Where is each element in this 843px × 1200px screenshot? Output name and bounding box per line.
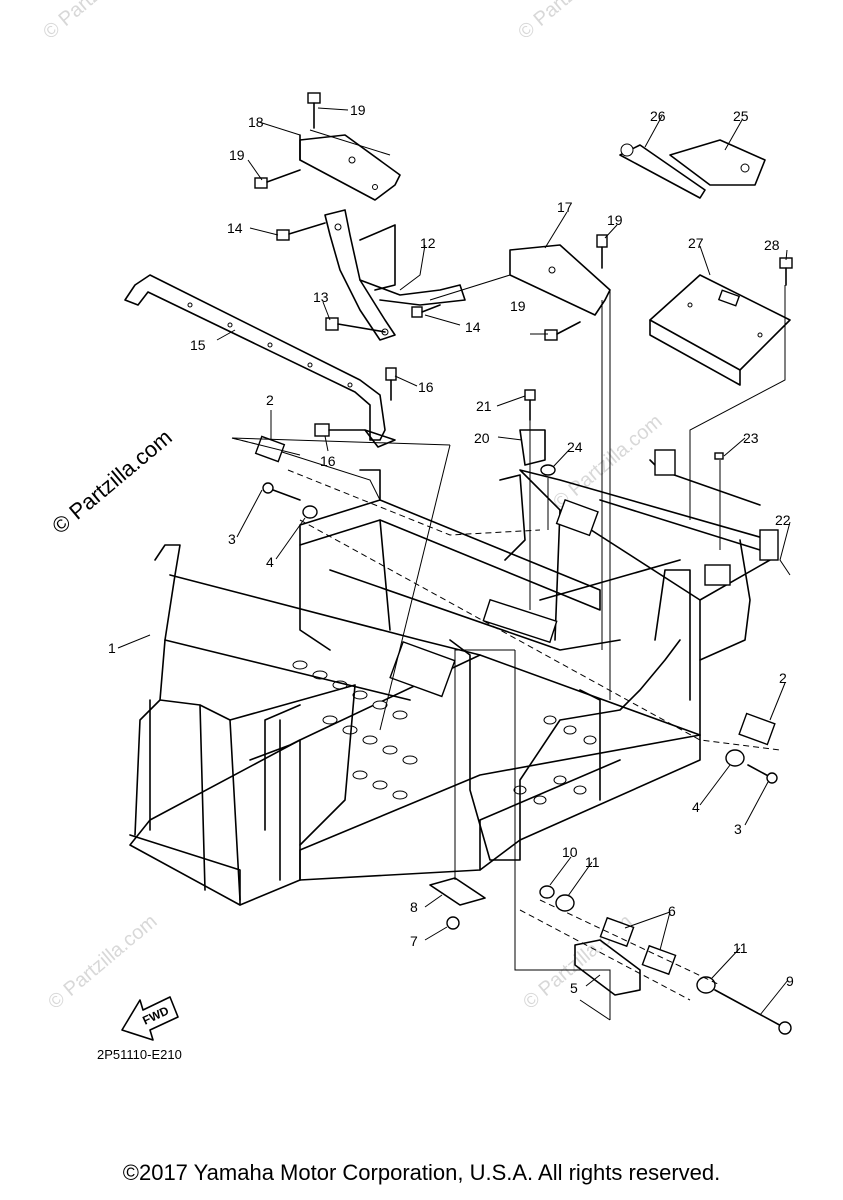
callout-3: 3 — [734, 821, 742, 837]
callout-16: 16 — [418, 379, 434, 395]
watermark: © Partzilla.com — [39, 0, 156, 44]
guide-lines — [231, 129, 786, 1021]
frame-assembly — [129, 449, 779, 906]
callout-1: 1 — [108, 640, 116, 656]
bar-15 — [124, 274, 396, 448]
watermark-main: © Partzilla.com — [47, 424, 177, 538]
copyright-notice: ©2017 Yamaha Motor Corporation, U.S.A. A… — [122, 1160, 721, 1185]
callout-19: 19 — [350, 102, 366, 118]
callout-6: 6 — [668, 903, 676, 919]
callout-19: 19 — [607, 212, 623, 228]
callout-5: 5 — [570, 980, 578, 996]
callout-8: 8 — [410, 899, 418, 915]
callout-22: 22 — [775, 512, 791, 528]
callout-14: 14 — [227, 220, 243, 236]
callout-2: 2 — [779, 670, 787, 686]
callout-11: 11 — [733, 940, 748, 956]
callout-19: 19 — [510, 298, 526, 314]
callout-26: 26 — [650, 108, 666, 124]
callout-18: 18 — [248, 114, 264, 130]
fwd-label: FWD — [140, 1003, 171, 1027]
callout-4: 4 — [266, 554, 274, 570]
callout-12: 12 — [420, 235, 436, 251]
callout-3: 3 — [228, 531, 236, 547]
tool-26 — [619, 143, 706, 199]
callout-16: 16 — [320, 453, 336, 469]
bolts — [254, 92, 793, 1035]
callout-20: 20 — [474, 430, 490, 446]
callout-24: 24 — [567, 439, 583, 455]
callout-7: 7 — [410, 933, 418, 949]
callout-13: 13 — [313, 289, 329, 305]
callout-27: 27 — [688, 235, 704, 251]
bag-25 — [669, 139, 766, 186]
callout-19: 19 — [229, 147, 245, 163]
diagram-code: 2P51110-E210 — [97, 1047, 182, 1062]
callout-15: 15 — [190, 337, 206, 353]
watermark: © Partzilla.com — [514, 0, 631, 44]
callout-14: 14 — [465, 319, 481, 335]
callout-28: 28 — [764, 237, 780, 253]
callouts: 1 2 2 3 3 4 4 5 6 7 8 9 10 11 11 12 13 1… — [108, 102, 794, 996]
callout-9: 9 — [786, 973, 794, 989]
callout-23: 23 — [743, 430, 759, 446]
callout-2: 2 — [266, 392, 274, 408]
watermark: © Partzilla.com — [549, 410, 666, 513]
callout-10: 10 — [562, 844, 578, 860]
callout-11: 11 — [585, 854, 600, 870]
callout-4: 4 — [692, 799, 700, 815]
leader-lines — [117, 107, 791, 1016]
callout-17: 17 — [557, 199, 573, 215]
fwd-arrow-icon: FWD — [121, 996, 179, 1041]
callout-21: 21 — [476, 398, 492, 414]
cover-27 — [649, 274, 791, 386]
plate-18 — [299, 134, 401, 201]
callout-25: 25 — [733, 108, 749, 124]
watermark: © Partzilla.com — [44, 910, 161, 1013]
bracket-12 — [324, 209, 466, 341]
